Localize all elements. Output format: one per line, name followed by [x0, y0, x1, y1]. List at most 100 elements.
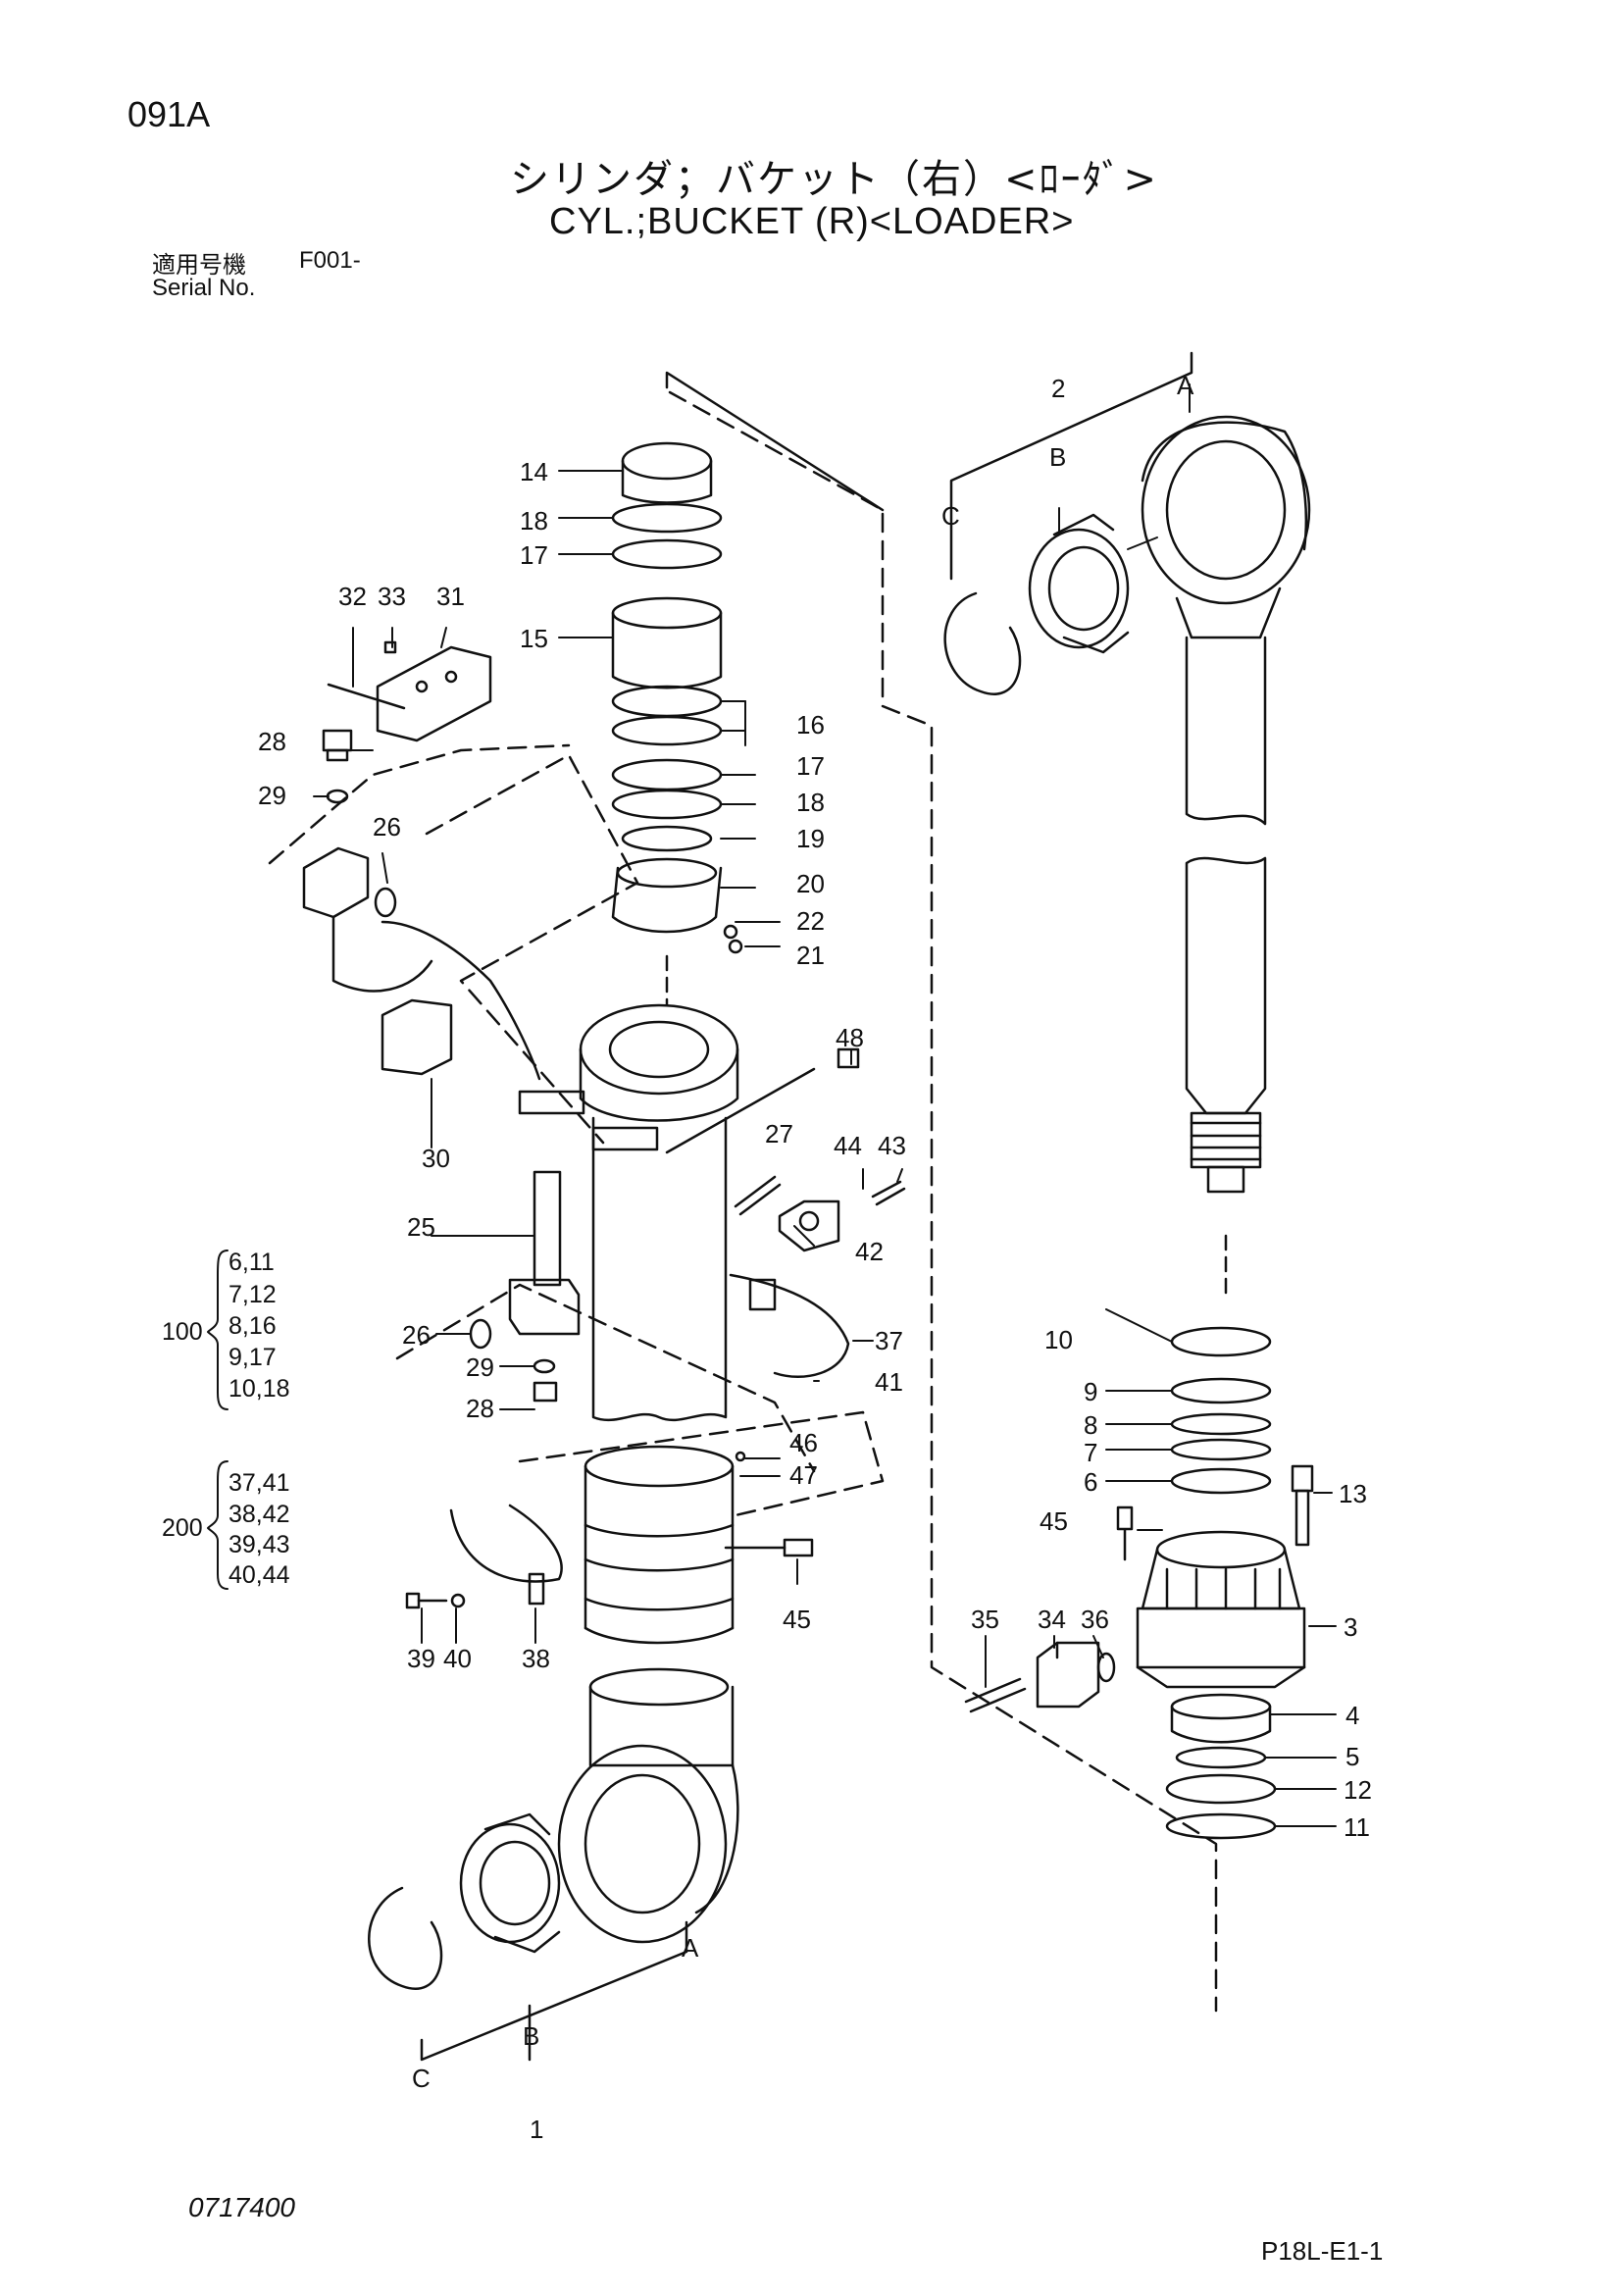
part-label: 14: [520, 457, 548, 486]
part-label: 9: [1084, 1377, 1097, 1406]
title-japanese: シリンダ；バケット（右）<ﾛｰﾀﾞ>: [510, 157, 1159, 202]
tube-bottom: [584, 1445, 735, 1645]
part-label: 19: [796, 824, 825, 853]
snap-ring-right: [943, 591, 1022, 695]
grease-fitting-45-left: [724, 1538, 814, 1557]
left-upper-outline: [665, 371, 885, 512]
part-label: 28: [258, 727, 286, 756]
part-label: 2: [1051, 374, 1065, 403]
band-clamp-37: [729, 1273, 850, 1378]
kit-100-line: 6,11: [228, 1249, 275, 1276]
part-label: 38: [522, 1644, 550, 1673]
cylinder-head: [1136, 1530, 1306, 1689]
part-label: 30: [422, 1144, 450, 1173]
piston-rod: [1185, 856, 1267, 1297]
page-code: 091A: [127, 94, 211, 134]
block-34: [1036, 1641, 1100, 1709]
o-ring-26: [469, 1318, 492, 1350]
part-label: 45: [1040, 1506, 1068, 1536]
part-label: 39: [407, 1644, 435, 1673]
kit-200-line: 39,43: [228, 1531, 290, 1558]
seal-stack-right: [1170, 1326, 1272, 1495]
part-label: 40: [443, 1644, 472, 1673]
part-label: 33: [378, 582, 406, 611]
kit-100-line: 9,17: [228, 1344, 277, 1371]
part-label: 21: [796, 941, 825, 970]
lower-rings-right: [1165, 1693, 1277, 1840]
kit-200-line: 37,41: [228, 1469, 290, 1497]
part-label: 18: [796, 788, 825, 817]
title-english: CYL.;BUCKET (R)<LOADER>: [549, 201, 1075, 242]
part-label: 45: [783, 1605, 811, 1634]
part-label: 29: [466, 1352, 494, 1382]
part-label: 47: [789, 1460, 818, 1490]
plate-31: [376, 645, 492, 742]
rod-assembly-outline: [668, 390, 1218, 2013]
o-ring-26-upper: [374, 887, 397, 918]
part-label: 26: [373, 812, 401, 842]
part-label: 37: [875, 1326, 903, 1355]
bolt-43: [871, 1180, 906, 1206]
part-label-group: 1 2 3 4 5 6 7 8 9 10 11 12 13 14 15 16 1…: [258, 374, 1372, 2144]
part-label: 4: [1345, 1701, 1359, 1730]
part-label: 26: [402, 1320, 431, 1350]
part-label: 44: [834, 1131, 862, 1160]
hose: [331, 915, 541, 1081]
grease-fitting-45-right: [1116, 1505, 1134, 1561]
cover-30: [381, 998, 453, 1076]
fitting-46: [735, 1451, 746, 1462]
o-ring-36: [1096, 1652, 1116, 1683]
part-label: 17: [796, 751, 825, 781]
view-letter-c-bottom: C: [412, 2064, 431, 2093]
pipe-group-outline: [268, 743, 885, 1517]
bracket-42: [778, 1199, 840, 1252]
part-label: 31: [436, 582, 465, 611]
plug-48: [837, 1047, 860, 1069]
drawing-number: 0717400: [188, 2192, 296, 2222]
kit-100-number: 100: [162, 1318, 203, 1346]
kit-200-line: 40,44: [228, 1561, 290, 1589]
snap-ring-bottom: [368, 1886, 443, 1990]
part-label: 20: [796, 869, 825, 898]
part-label: 8: [1084, 1410, 1097, 1440]
part-label: 5: [1345, 1742, 1359, 1771]
part-label: 10: [1044, 1325, 1073, 1354]
part-label: 16: [796, 710, 825, 740]
bottom-bushing: [459, 1812, 561, 1954]
part-label: 32: [338, 582, 367, 611]
rod-assembly-bracket: [949, 351, 1193, 581]
part-label: 46: [789, 1428, 818, 1457]
part-label: 6: [1084, 1467, 1097, 1497]
plug-28-upper: [322, 729, 353, 762]
kit-100-line: 8,16: [228, 1312, 277, 1340]
kit-100-line: 10,18: [228, 1375, 290, 1403]
kit-100-group: 100 6,11 7,12 8,16 9,17 10,18: [162, 1249, 290, 1410]
part-label: 41: [875, 1367, 903, 1397]
part-label: 11: [1344, 1812, 1370, 1842]
kit-200-number: 200: [162, 1514, 203, 1542]
bolt-13: [1291, 1464, 1314, 1547]
bolt-39: [405, 1592, 466, 1609]
view-letter-a-top: A: [1177, 371, 1194, 400]
part-label: 48: [836, 1023, 864, 1052]
rod-eye: [1141, 415, 1311, 826]
leader-lines: [313, 383, 1337, 1827]
serial-label-english: Serial No.: [152, 275, 256, 301]
rod-bushing: [1028, 513, 1130, 654]
part-label: 36: [1081, 1605, 1109, 1634]
bolt-32: [327, 683, 406, 710]
part-label: 15: [520, 624, 548, 653]
cylinder-tube: [518, 1003, 816, 1422]
pipe-25: [508, 1170, 581, 1336]
part-label: 3: [1344, 1612, 1357, 1642]
bottom-bracket: [420, 1920, 688, 2062]
part-label: 1: [530, 2115, 543, 2144]
part-label: 43: [878, 1131, 906, 1160]
reference-code: P18L-E1-1: [1261, 2236, 1384, 2266]
serial-value: F001-: [299, 247, 361, 274]
part-label: 25: [407, 1212, 435, 1242]
kit-200-line: 38,42: [228, 1501, 290, 1528]
part-label: 27: [765, 1119, 793, 1148]
part-label: 13: [1339, 1479, 1367, 1508]
